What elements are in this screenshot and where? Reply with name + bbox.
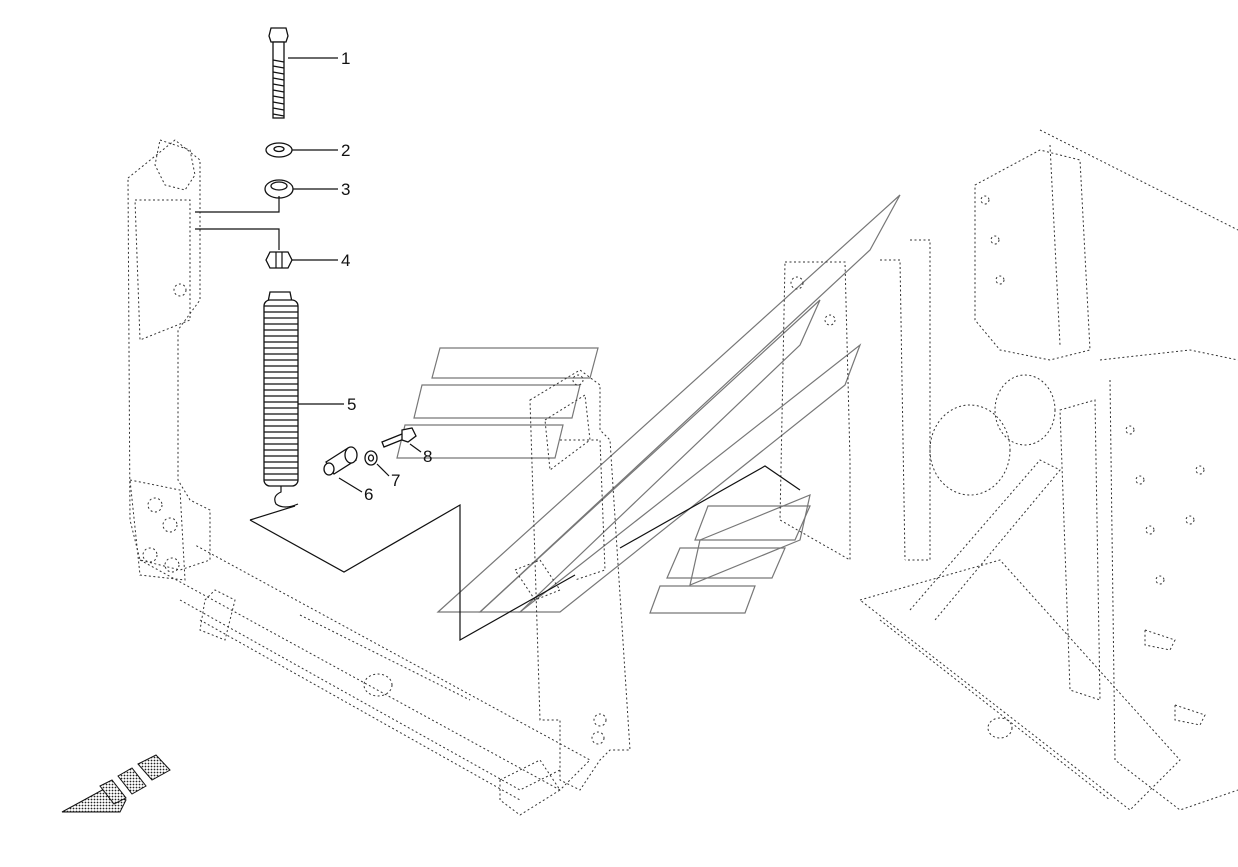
part-7-washer — [364, 450, 378, 466]
part-6-pin — [323, 446, 358, 476]
center-frame-structure — [514, 369, 631, 791]
watermark-logo — [396, 194, 901, 614]
part-3-washer — [264, 179, 294, 199]
part-4-nut — [265, 251, 293, 269]
right-frame-structure — [779, 129, 1238, 811]
callout-8: 8 — [423, 447, 432, 466]
part-8-screw — [381, 427, 417, 448]
callout-6: 6 — [364, 485, 373, 504]
left-frame-structure — [127, 139, 591, 816]
part-5-spring — [263, 291, 299, 508]
callout-5: 5 — [347, 395, 356, 414]
callout-1: 1 — [341, 49, 350, 68]
forward-direction-arrow-icon — [61, 754, 171, 813]
callout-4: 4 — [341, 251, 350, 270]
callout-2: 2 — [341, 141, 350, 160]
part-2-washer — [265, 142, 293, 158]
part-1-bolt — [268, 27, 289, 119]
callout-labels: 1 2 3 4 5 6 7 8 — [341, 49, 432, 504]
assembly-lines — [195, 196, 801, 642]
callout-7: 7 — [391, 471, 400, 490]
callout-3: 3 — [341, 180, 350, 199]
callout-leaders — [288, 57, 422, 493]
